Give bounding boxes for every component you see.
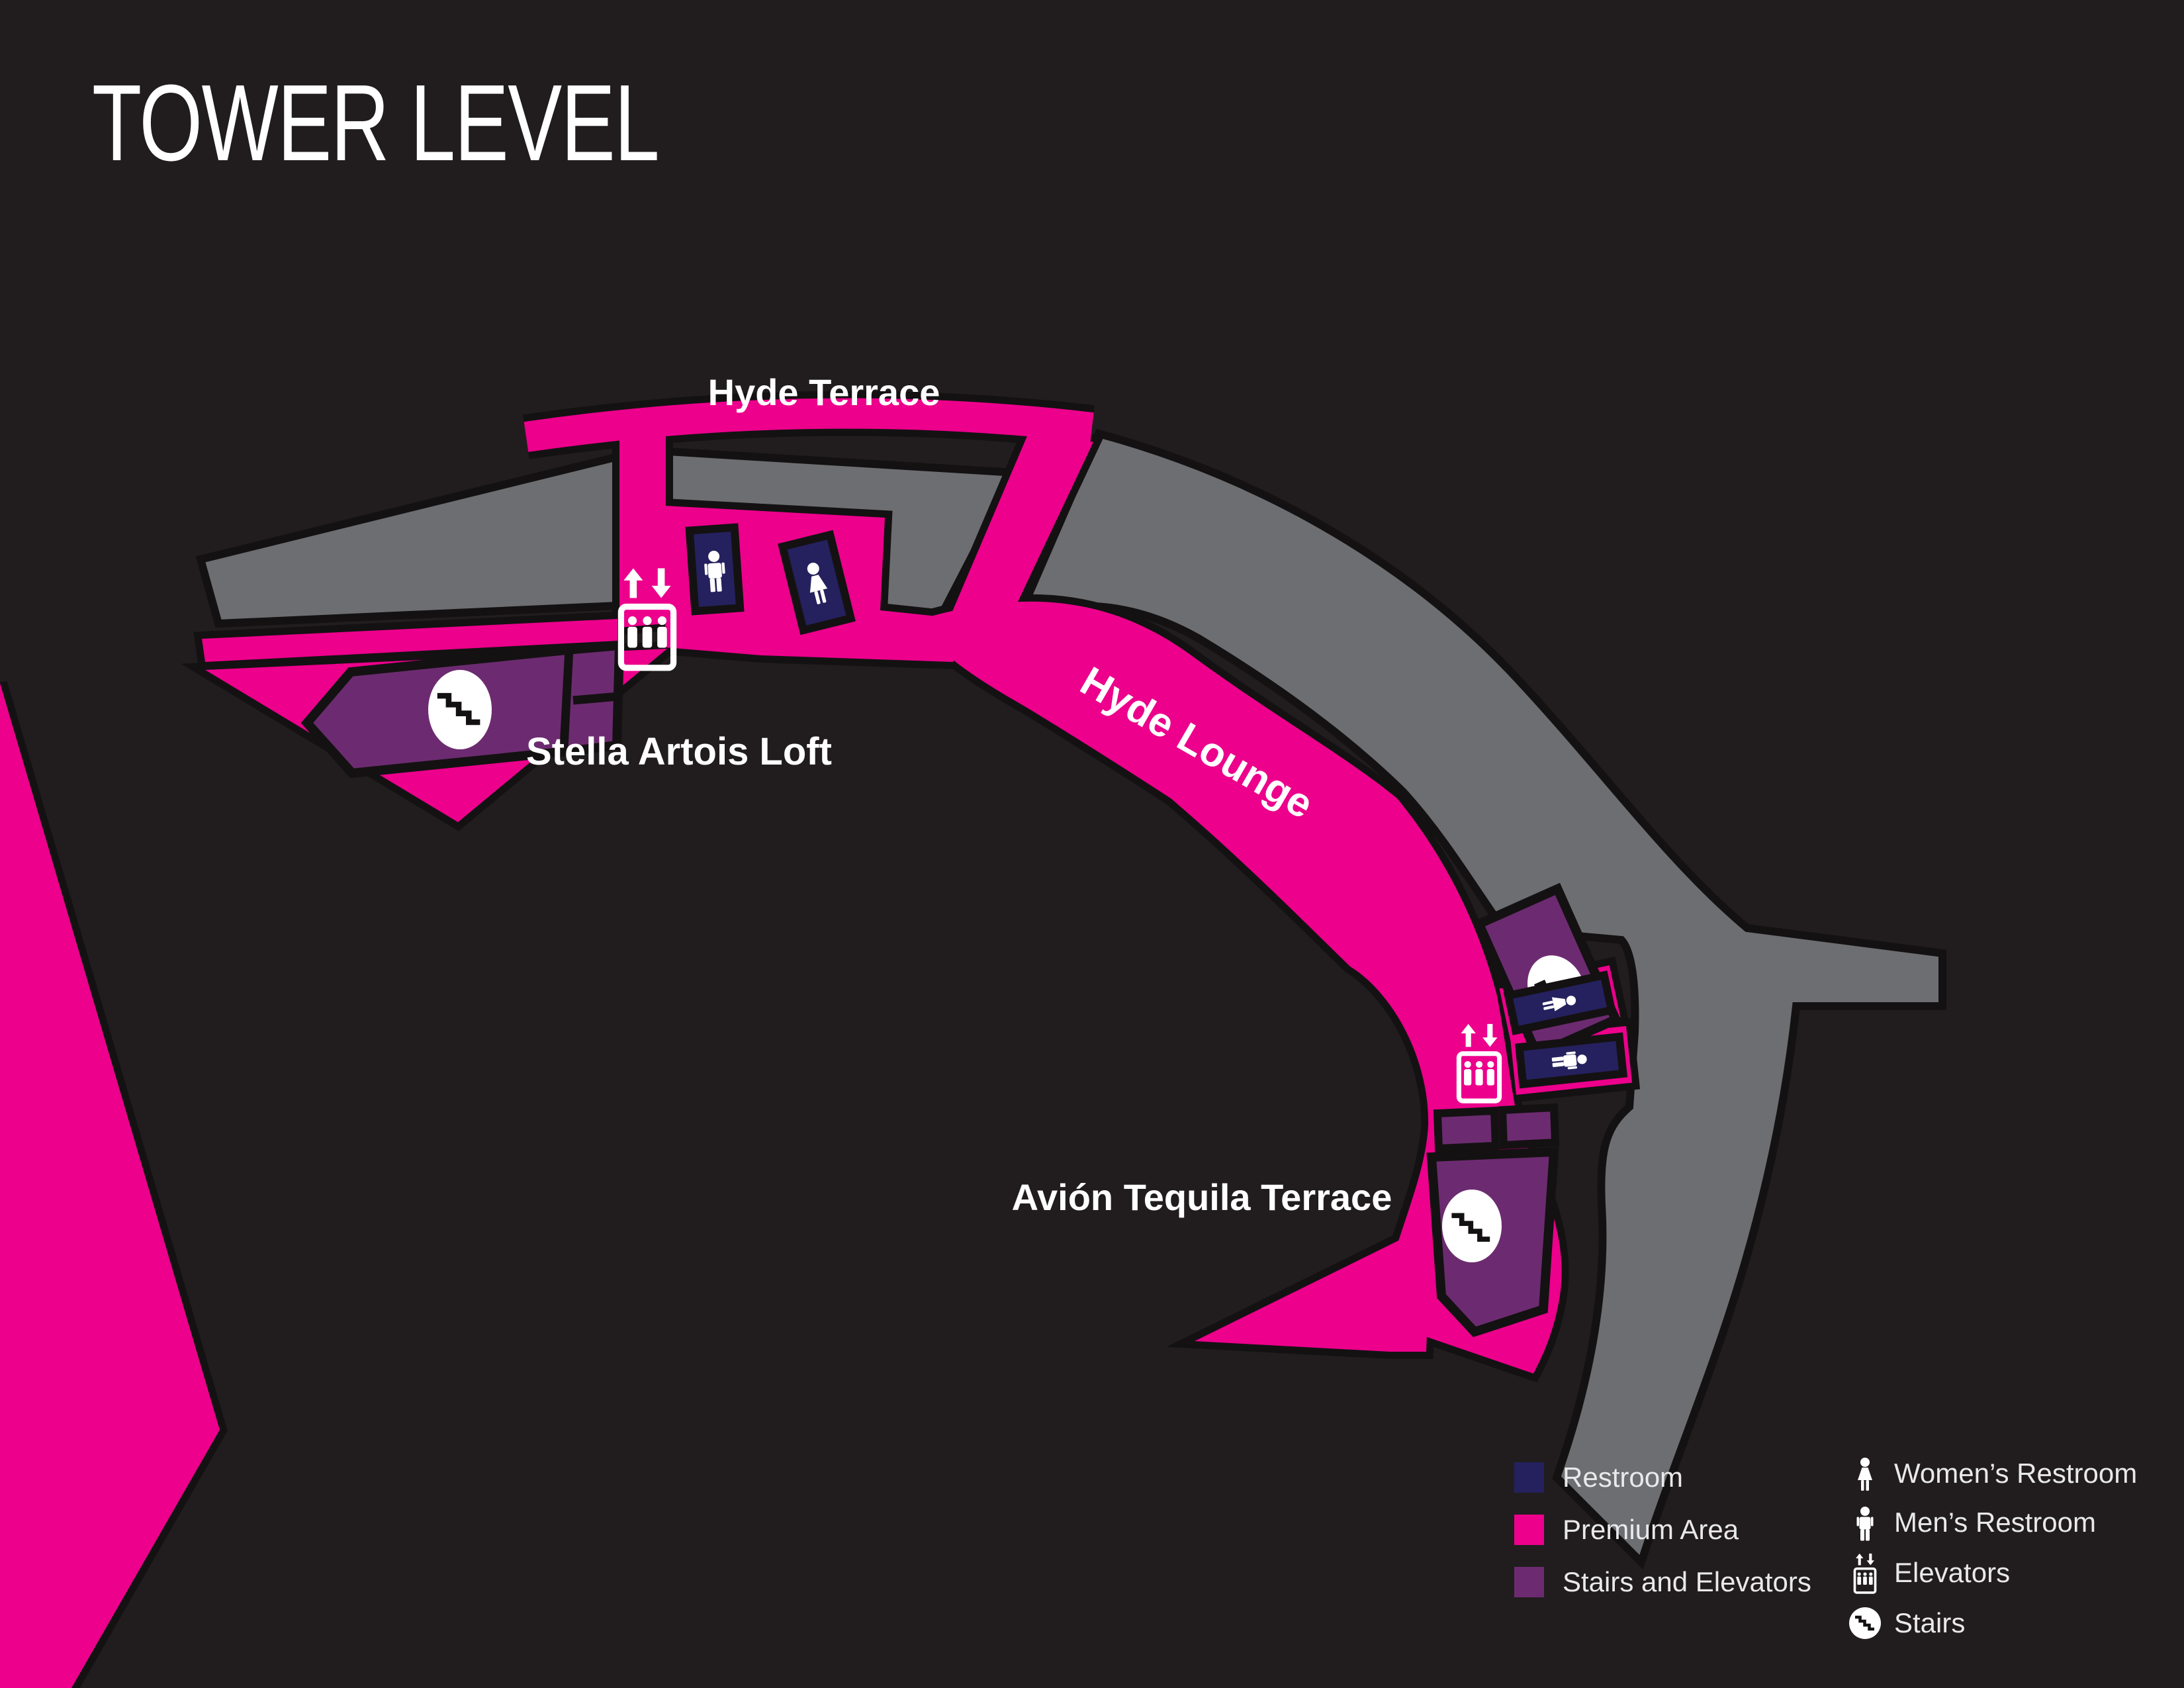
mens-restroom-top (685, 523, 745, 616)
page-title: TOWER LEVEL (92, 62, 660, 183)
legend-icons: Women’s Restroom Men’s Restroom Elevator… (1841, 1454, 2137, 1652)
elevators-icon (1841, 1552, 1889, 1594)
diagonal-walkway (948, 424, 1093, 638)
avion-tequila-terrace-area (1195, 1225, 1431, 1352)
restrooms (685, 523, 1628, 1089)
premium-sliver (202, 619, 617, 662)
avion-stairs-structure (1426, 1103, 1560, 1338)
stairs-structures (300, 640, 1622, 1338)
stairs-icon (1841, 1603, 1889, 1643)
legend-label: Restroom (1563, 1462, 1684, 1493)
stella-artois-loft-label: Stella Artois Loft (526, 730, 832, 773)
legend-areas: Restroom Premium Area Stairs and Elevato… (1514, 1462, 1811, 1618)
legend-row-elevators: Elevators (1841, 1552, 2137, 1594)
stella-stairs-structure (300, 640, 625, 778)
legend-label: Stairs and Elevators (1563, 1566, 1811, 1597)
seating-sections (195, 428, 1946, 1570)
legend-row-womens-restroom: Women’s Restroom (1841, 1454, 2137, 1493)
legend-row-stairs: Stairs (1841, 1603, 2137, 1643)
seating-right-bowl (1021, 428, 1946, 1570)
legend-label: Stairs (1894, 1607, 1966, 1638)
legend-label: Women’s Restroom (1894, 1458, 2138, 1489)
mens-restroom-right (1514, 1032, 1628, 1089)
legend-row-premium-area: Premium Area (1514, 1514, 1811, 1546)
legend-row-stairs-elevators: Stairs and Elevators (1514, 1566, 1811, 1598)
seating-left (195, 451, 621, 628)
mens-restroom-icon (1841, 1503, 1889, 1542)
restroom-swatch (1514, 1462, 1544, 1493)
stairs-elevators-swatch (1514, 1567, 1544, 1597)
premium-area-swatch (1514, 1515, 1544, 1545)
hyde-terrace-walkway (523, 398, 1094, 452)
avion-tequila-terrace-label: Avión Tequila Terrace (1012, 1176, 1392, 1218)
legend-label: Premium Area (1563, 1514, 1739, 1545)
premium-left-wedge (0, 683, 220, 1688)
womens-restroom-right (1503, 970, 1617, 1035)
legend-label: Elevators (1894, 1557, 2011, 1588)
legend-row-restroom: Restroom (1514, 1462, 1811, 1493)
womens-restroom-icon (1841, 1454, 1889, 1493)
legend-label: Men’s Restroom (1894, 1507, 2096, 1538)
terrace-connector (619, 429, 666, 628)
legend-row-mens-restroom: Men’s Restroom (1841, 1503, 2137, 1542)
hyde-terrace-label: Hyde Terrace (708, 371, 940, 413)
womens-restroom-top (778, 530, 856, 635)
